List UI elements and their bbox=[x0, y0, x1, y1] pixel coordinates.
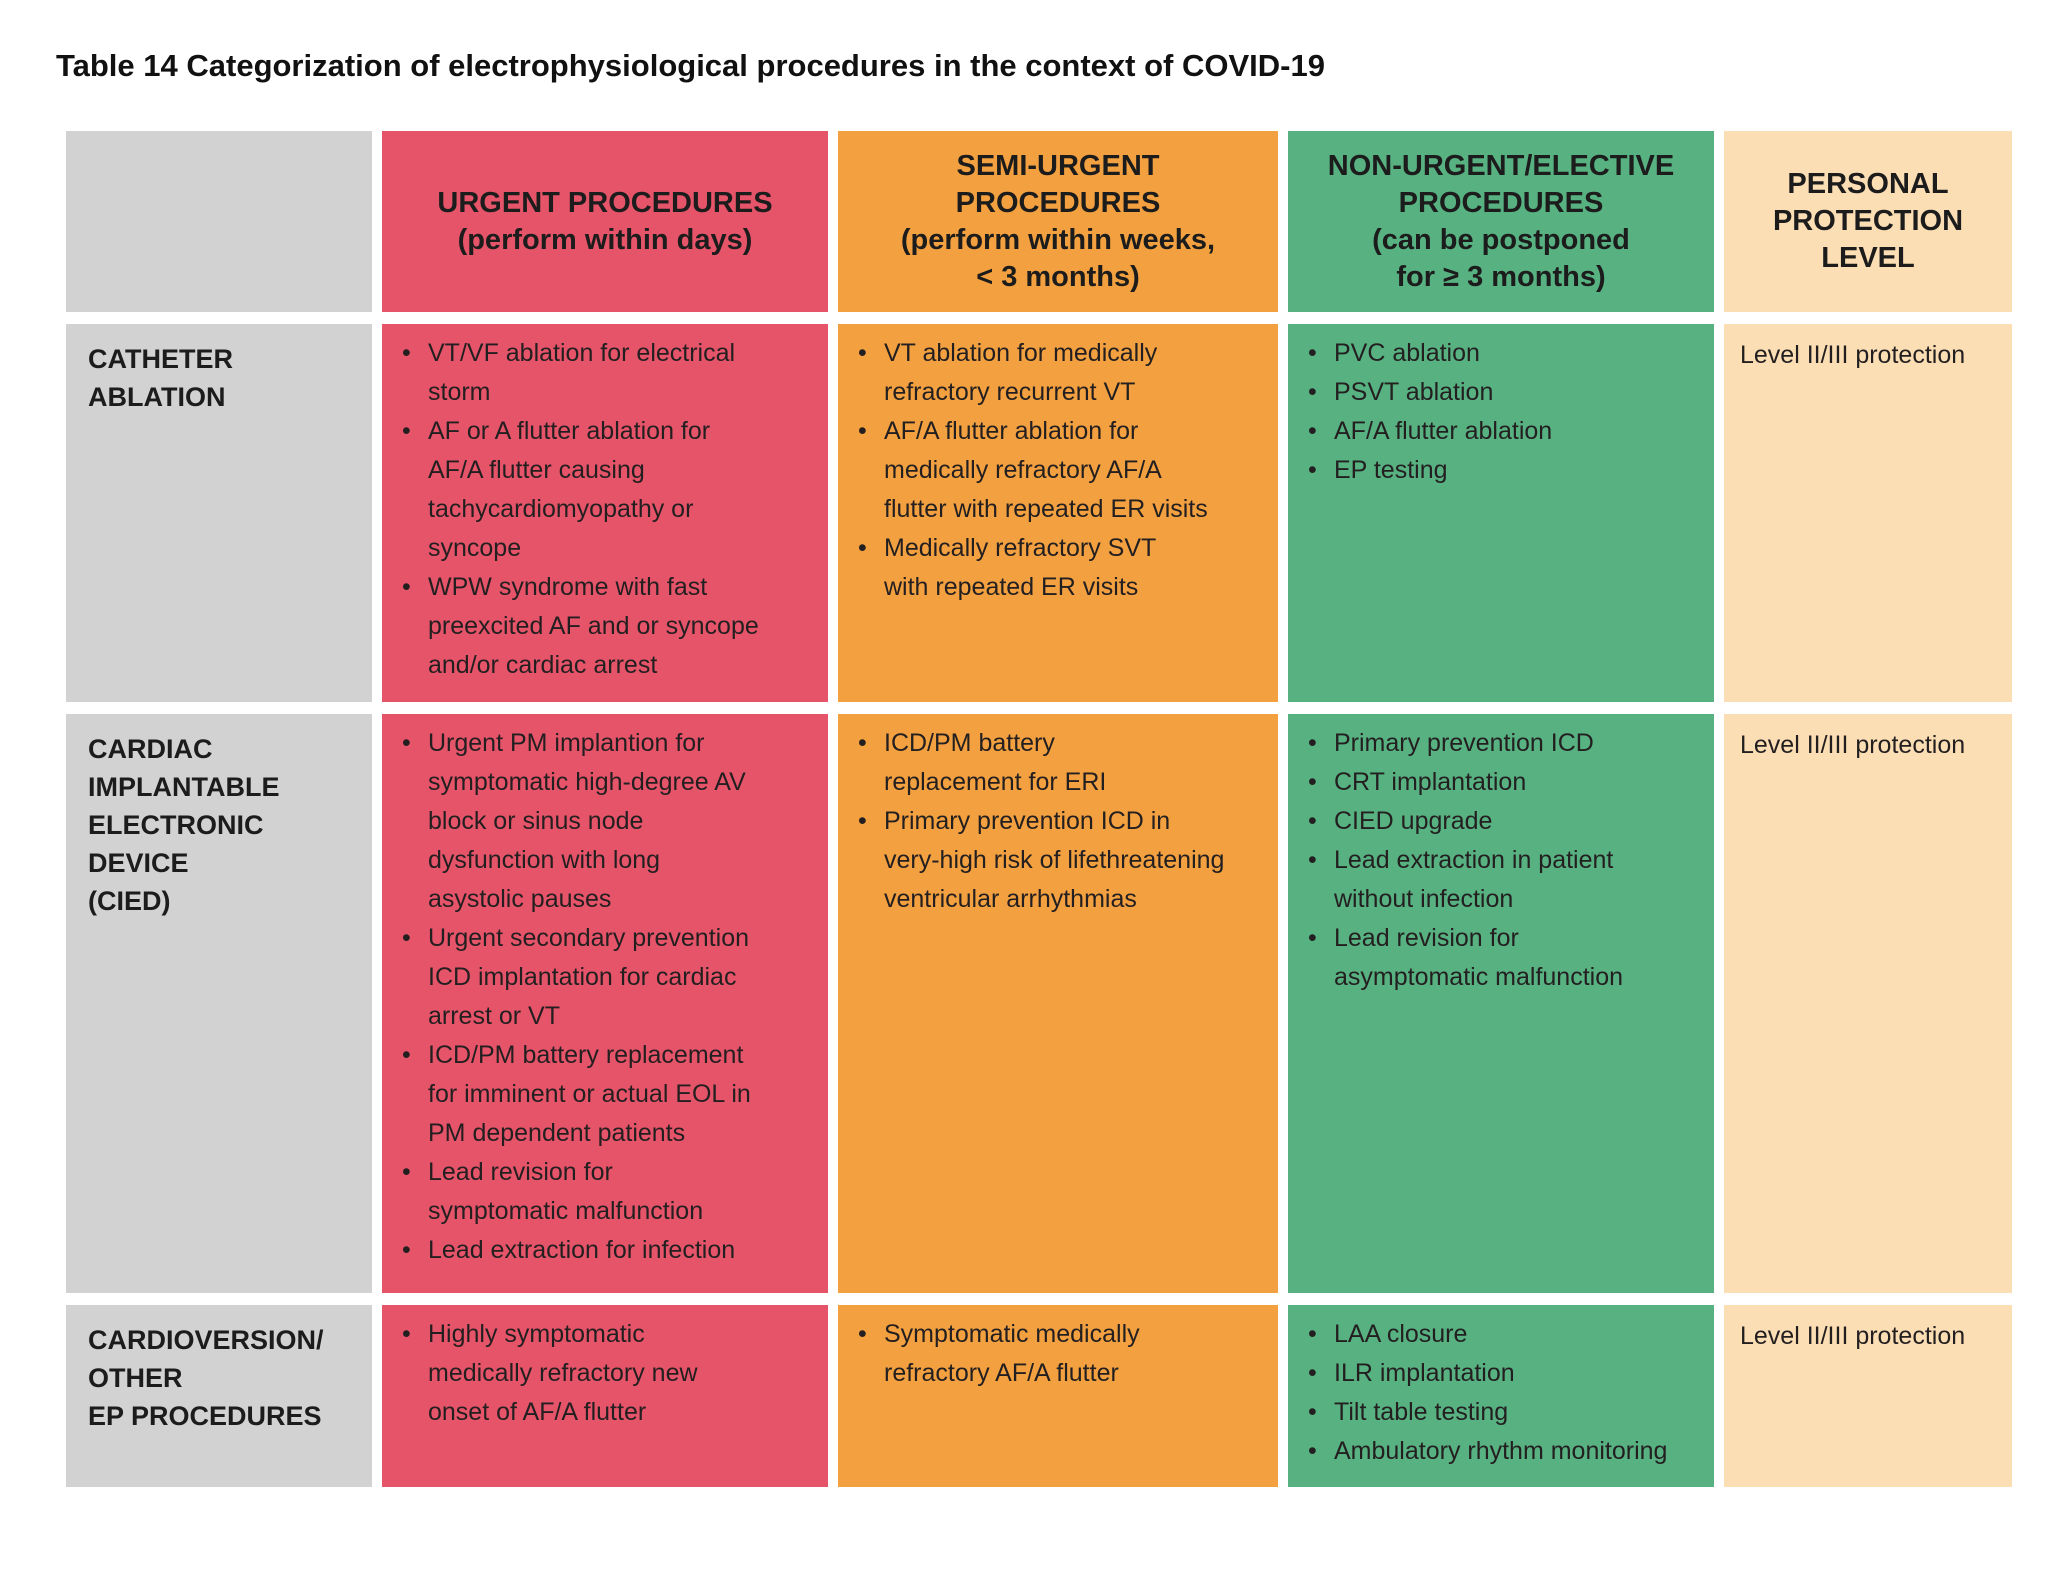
procedure-item: VT ablation for medically refractory rec… bbox=[850, 334, 1270, 412]
urgent-cell-cied: Urgent PM implantion for symptomatic hig… bbox=[382, 714, 828, 1293]
procedure-item: Lead revision for asymptomatic malfuncti… bbox=[1300, 919, 1706, 997]
non-urgent-cell-cardioversion: LAA closure ILR implantation Tilt table … bbox=[1288, 1305, 1714, 1487]
procedure-item: AF or A flutter ablation for AF/A flutte… bbox=[394, 412, 820, 568]
procedure-item: Symptomatic medically refractory AF/A fl… bbox=[850, 1315, 1270, 1393]
procedure-item: EP testing bbox=[1300, 451, 1706, 490]
procedure-item: Primary prevention ICD bbox=[1300, 724, 1706, 763]
procedure-item: ICD/PM battery replacement for imminent … bbox=[394, 1036, 820, 1153]
procedure-item: Lead revision for symptomatic malfunctio… bbox=[394, 1153, 820, 1231]
header-cell-urgent: URGENT PROCEDURES (perform within days) bbox=[382, 131, 828, 312]
semi-urgent-cell-cied: ICD/PM battery replacement for ERI Prima… bbox=[838, 714, 1278, 1293]
procedure-item: Tilt table testing bbox=[1300, 1393, 1706, 1432]
semi-urgent-cell-cardioversion: Symptomatic medically refractory AF/A fl… bbox=[838, 1305, 1278, 1487]
procedure-list: LAA closure ILR implantation Tilt table … bbox=[1300, 1315, 1706, 1471]
procedure-item: Urgent secondary prevention ICD implanta… bbox=[394, 919, 820, 1036]
urgent-cell-cardioversion: Highly symptomatic medically refractory … bbox=[382, 1305, 828, 1487]
category-cell-cardioversion: CARDIOVERSION/ OTHER EP PROCEDURES bbox=[66, 1305, 372, 1487]
protection-cell-cied: Level II/III protection bbox=[1724, 714, 2012, 1293]
procedure-item: ICD/PM battery replacement for ERI bbox=[850, 724, 1270, 802]
procedure-item: Highly symptomatic medically refractory … bbox=[394, 1315, 820, 1432]
procedure-list: Symptomatic medically refractory AF/A fl… bbox=[850, 1315, 1270, 1393]
protection-cell-cardioversion: Level II/III protection bbox=[1724, 1305, 2012, 1487]
page-title: Table 14 Categorization of electrophysio… bbox=[56, 48, 1325, 83]
procedure-item: PVC ablation bbox=[1300, 334, 1706, 373]
procedure-list: VT ablation for medically refractory rec… bbox=[850, 334, 1270, 607]
procedure-item: Primary prevention ICD in very-high risk… bbox=[850, 802, 1270, 919]
protection-cell-catheter-ablation: Level II/III protection bbox=[1724, 324, 2012, 702]
procedure-list: VT/VF ablation for electrical storm AF o… bbox=[394, 334, 820, 685]
semi-urgent-cell-catheter-ablation: VT ablation for medically refractory rec… bbox=[838, 324, 1278, 702]
procedure-item: Lead extraction in patient without infec… bbox=[1300, 841, 1706, 919]
procedures-table: URGENT PROCEDURES (perform within days) … bbox=[66, 131, 2012, 1487]
procedure-item: AF/A flutter ablation for medically refr… bbox=[850, 412, 1270, 529]
procedure-item: PSVT ablation bbox=[1300, 373, 1706, 412]
procedure-item: ILR implantation bbox=[1300, 1354, 1706, 1393]
procedure-list: ICD/PM battery replacement for ERI Prima… bbox=[850, 724, 1270, 919]
procedure-list: PVC ablation PSVT ablation AF/A flutter … bbox=[1300, 334, 1706, 490]
procedure-list: Primary prevention ICD CRT implantation … bbox=[1300, 724, 1706, 997]
procedure-item: Urgent PM implantion for symptomatic hig… bbox=[394, 724, 820, 919]
procedure-item: CRT implantation bbox=[1300, 763, 1706, 802]
category-cell-catheter-ablation: CATHETER ABLATION bbox=[66, 324, 372, 702]
header-cell-protection: PERSONAL PROTECTION LEVEL bbox=[1724, 131, 2012, 312]
non-urgent-cell-catheter-ablation: PVC ablation PSVT ablation AF/A flutter … bbox=[1288, 324, 1714, 702]
header-cell-blank bbox=[66, 131, 372, 312]
procedure-item: WPW syndrome with fast preexcited AF and… bbox=[394, 568, 820, 685]
urgent-cell-catheter-ablation: VT/VF ablation for electrical storm AF o… bbox=[382, 324, 828, 702]
procedure-item: Medically refractory SVT with repeated E… bbox=[850, 529, 1270, 607]
category-cell-cied: CARDIAC IMPLANTABLE ELECTRONIC DEVICE (C… bbox=[66, 714, 372, 1293]
procedure-list: Highly symptomatic medically refractory … bbox=[394, 1315, 820, 1432]
procedure-list: Urgent PM implantion for symptomatic hig… bbox=[394, 724, 820, 1270]
header-cell-semi-urgent: SEMI-URGENT PROCEDURES (perform within w… bbox=[838, 131, 1278, 312]
procedure-item: AF/A flutter ablation bbox=[1300, 412, 1706, 451]
non-urgent-cell-cied: Primary prevention ICD CRT implantation … bbox=[1288, 714, 1714, 1293]
procedure-item: Lead extraction for infection bbox=[394, 1231, 820, 1270]
header-cell-non-urgent: NON-URGENT/ELECTIVE PROCEDURES (can be p… bbox=[1288, 131, 1714, 312]
procedure-item: CIED upgrade bbox=[1300, 802, 1706, 841]
procedure-item: Ambulatory rhythm monitoring bbox=[1300, 1432, 1706, 1471]
procedure-item: VT/VF ablation for electrical storm bbox=[394, 334, 820, 412]
procedure-item: LAA closure bbox=[1300, 1315, 1706, 1354]
